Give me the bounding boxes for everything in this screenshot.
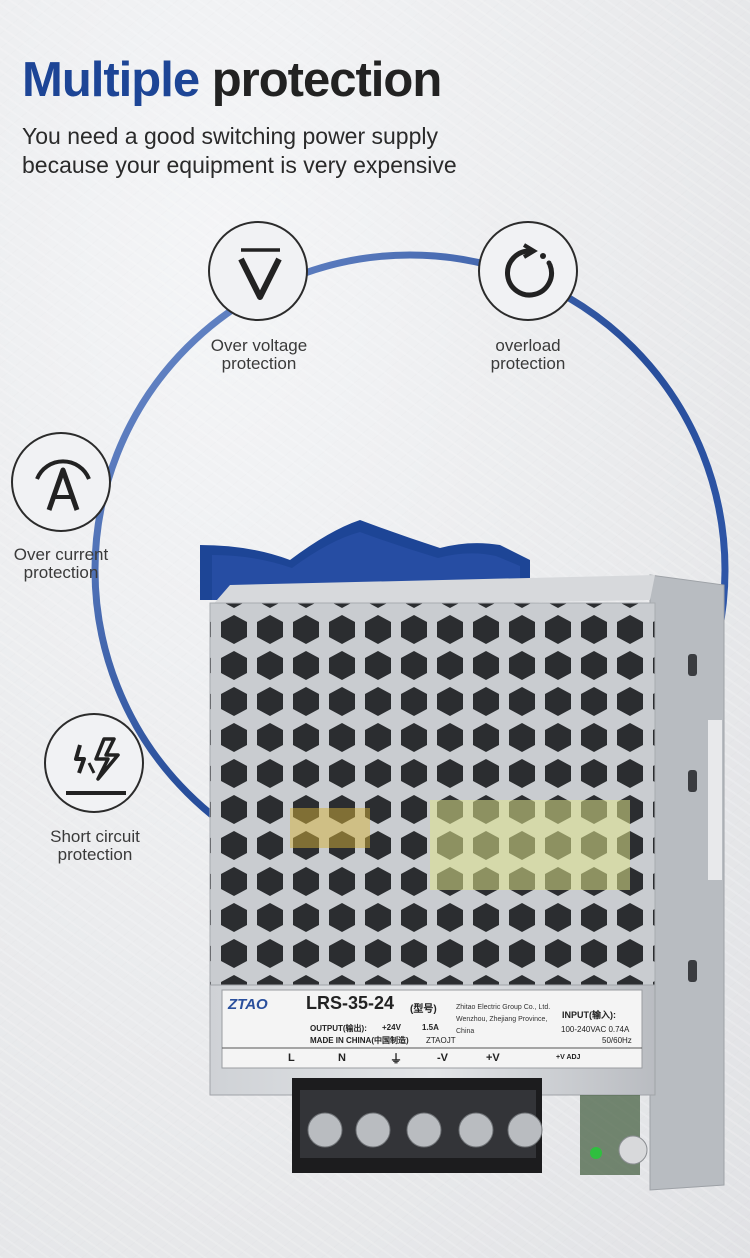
terminal-ground: ⏚ bbox=[390, 1052, 403, 1066]
headline-main: protection bbox=[211, 53, 443, 107]
label-company-1: Zhitao Electric Group Co., Ltd. bbox=[456, 1004, 551, 1011]
label-model-suffix: (型号) bbox=[410, 1004, 437, 1015]
short-circuit-icon bbox=[66, 737, 126, 795]
label-model: LRS-35-24 bbox=[306, 993, 395, 1013]
terminal-L: L bbox=[288, 1052, 295, 1064]
subtitle-line-1: You need a good switching power supply bbox=[22, 123, 438, 149]
label-company-2: Wenzhou, Zhejiang Province, bbox=[456, 1016, 548, 1023]
over-current-badge bbox=[11, 432, 111, 532]
label-input-title: INPUT(输入): bbox=[562, 1010, 616, 1020]
label-output-voltage: +24V bbox=[382, 1023, 401, 1032]
label-company-3: China bbox=[456, 1028, 475, 1035]
label-input-freq: 50/60Hz bbox=[602, 1036, 632, 1045]
subtitle-line-2: because your equipment is very expensive bbox=[22, 152, 457, 178]
label-made-in: MADE IN CHINA(中国制造) bbox=[310, 1036, 409, 1045]
terminal-adj: +V ADJ bbox=[556, 1054, 581, 1061]
overload-badge bbox=[478, 221, 578, 321]
over-current-icon bbox=[35, 459, 91, 511]
over-voltage-icon bbox=[238, 248, 282, 300]
over-voltage-label: Over voltage protection bbox=[210, 336, 308, 373]
overload-label: overload protection bbox=[490, 336, 566, 373]
label-input-spec: 100-240VAC 0.74A bbox=[561, 1025, 630, 1034]
label-output: OUTPUT(输出): bbox=[310, 1024, 367, 1033]
terminal-neg-v: -V bbox=[437, 1052, 448, 1064]
terminal-pos-v: +V bbox=[486, 1052, 500, 1064]
label-brand: ZTAO bbox=[228, 996, 268, 1013]
overload-icon bbox=[505, 243, 554, 298]
label-output-current: 1.5A bbox=[422, 1023, 439, 1032]
over-voltage-badge bbox=[208, 221, 308, 321]
over-current-label: Over current protection bbox=[13, 545, 109, 582]
terminal-N: N bbox=[338, 1052, 346, 1064]
short-circuit-label: Short circuit protection bbox=[50, 827, 140, 864]
headline: Multiple protection bbox=[22, 52, 443, 108]
short-circuit-badge bbox=[44, 713, 144, 813]
label-maker-code: ZTAOJT bbox=[426, 1036, 456, 1045]
headline-accent: Multiple bbox=[22, 53, 200, 107]
subtitle: You need a good switching power supply b… bbox=[22, 122, 582, 180]
